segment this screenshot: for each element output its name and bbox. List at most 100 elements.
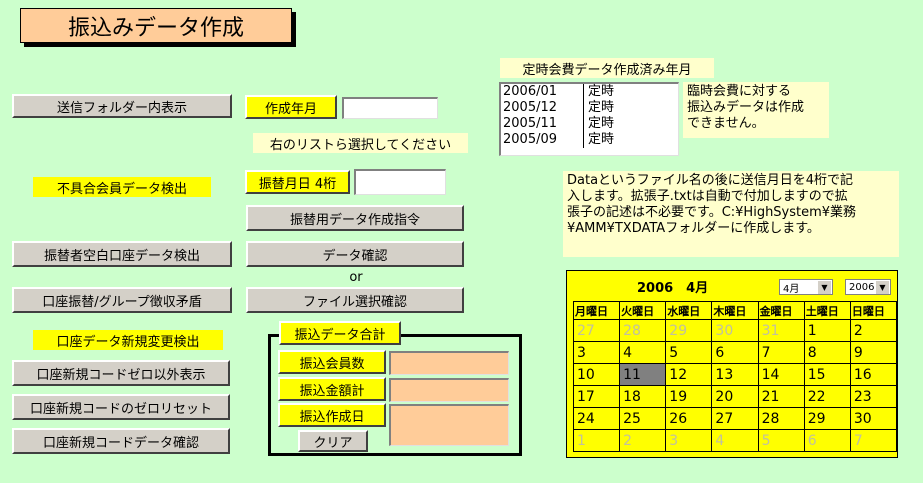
list-item[interactable]: 2006/01 定時: [501, 84, 678, 100]
calendar-day[interactable]: 23: [849, 385, 898, 408]
calendar-day[interactable]: 27: [572, 319, 621, 342]
month-select[interactable]: 4月 ▼: [779, 279, 833, 295]
calendar-day[interactable]: 22: [803, 385, 851, 408]
list-item-type: 定時: [588, 84, 615, 99]
calendar-day[interactable]: 31: [757, 319, 805, 342]
calendar-day[interactable]: 16: [849, 363, 898, 386]
members-count-label: 振込会員数: [278, 350, 386, 374]
calendar-day[interactable]: 11: [619, 363, 667, 386]
calendar-day[interactable]: 25: [619, 407, 667, 430]
calendar-day[interactable]: 12: [665, 363, 713, 386]
calendar-day[interactable]: 4: [619, 341, 667, 364]
calendar-day[interactable]: 1: [572, 429, 621, 452]
list-item-type: 定時: [588, 100, 615, 115]
calendar-day[interactable]: 7: [849, 429, 898, 452]
select-hint-label: 右のリストら選択してください: [253, 133, 468, 153]
calendar-day[interactable]: 9: [849, 341, 898, 364]
file-select-check-button[interactable]: ファイル選択確認: [246, 287, 464, 313]
calendar-day[interactable]: 30: [849, 407, 898, 430]
mismatch-member-detect-label: 不具合会員データ検出: [33, 177, 211, 197]
month-select-value: 4月: [783, 283, 800, 295]
members-count-field[interactable]: [389, 351, 509, 375]
calendar-day[interactable]: 5: [665, 341, 713, 364]
new-code-data-check-button[interactable]: 口座新規コードデータ確認: [12, 428, 230, 454]
calendar-day[interactable]: 2: [849, 319, 898, 342]
calendar-day[interactable]: 13: [711, 363, 759, 386]
list-item-year-month: 2006/01: [501, 84, 584, 100]
calendar-day[interactable]: 4: [711, 429, 759, 452]
calendar-day[interactable]: 17: [572, 385, 621, 408]
transfer-group-conflict-button[interactable]: 口座振替/グループ徴収矛盾: [12, 287, 232, 313]
calendar: 2006 4月 4月 ▼ 2006 ▼ 月曜日火曜日水曜日木曜日金曜日土曜日日曜…: [566, 270, 898, 458]
calendar-day[interactable]: 21: [757, 385, 805, 408]
calendar-day[interactable]: 14: [757, 363, 805, 386]
data-check-button[interactable]: データ確認: [246, 241, 464, 267]
create-transfer-data-button[interactable]: 振替用データ作成指令: [246, 205, 464, 231]
list-item-year-month: 2005/11: [501, 116, 584, 132]
chevron-down-icon[interactable]: ▼: [817, 281, 831, 294]
calendar-day[interactable]: 1: [803, 319, 851, 342]
fixed-fee-list-title: 定時会費データ作成済み年月: [500, 58, 714, 78]
calendar-day[interactable]: 29: [803, 407, 851, 430]
calendar-day[interactable]: 18: [619, 385, 667, 408]
calendar-day[interactable]: 3: [572, 341, 621, 364]
calendar-day[interactable]: 28: [757, 407, 805, 430]
chevron-down-icon[interactable]: ▼: [875, 281, 889, 294]
weekday-header: 土曜日: [803, 301, 851, 320]
weekday-header: 金曜日: [757, 301, 805, 320]
year-select-value: 2006: [849, 281, 875, 293]
calendar-day[interactable]: 3: [665, 429, 713, 452]
weekday-header: 木曜日: [711, 301, 759, 320]
clear-button[interactable]: クリア: [298, 430, 368, 452]
transfer-date-label: 振替月日 4桁: [245, 170, 350, 194]
year-month-input[interactable]: [342, 97, 438, 119]
calendar-day[interactable]: 30: [711, 319, 759, 342]
calendar-header: 2006 4月: [637, 281, 709, 296]
new-account-detect-label: 口座データ新規変更検出: [33, 330, 223, 350]
total-amount-field[interactable]: [389, 378, 509, 402]
list-item-type: 定時: [588, 116, 615, 131]
calendar-day[interactable]: 29: [665, 319, 713, 342]
created-date-label: 振込作成日: [278, 403, 386, 427]
calendar-day[interactable]: 27: [711, 407, 759, 430]
calendar-day[interactable]: 6: [803, 429, 851, 452]
calendar-day[interactable]: 26: [665, 407, 713, 430]
calendar-day[interactable]: 19: [665, 385, 713, 408]
weekday-header: 月曜日: [572, 301, 621, 320]
list-item[interactable]: 2005/12 定時: [501, 100, 678, 116]
list-item[interactable]: 2005/11 定時: [501, 116, 678, 132]
new-code-nonzero-button[interactable]: 口座新規コードゼロ以外表示: [12, 360, 230, 386]
list-item-type: 定時: [588, 132, 615, 147]
calendar-day[interactable]: 5: [757, 429, 805, 452]
list-item-year-month: 2005/12: [501, 100, 584, 116]
or-text: or: [349, 270, 363, 285]
calendar-day[interactable]: 15: [803, 363, 851, 386]
calendar-day[interactable]: 6: [711, 341, 759, 364]
calendar-day[interactable]: 7: [757, 341, 805, 364]
new-code-zero-reset-button[interactable]: 口座新規コードのゼロリセット: [12, 394, 230, 420]
transfer-date-input[interactable]: [354, 169, 446, 195]
weekday-header: 水曜日: [665, 301, 713, 320]
calendar-day[interactable]: 10: [572, 363, 621, 386]
blank-account-detect-button[interactable]: 振替者空白口座データ検出: [12, 241, 232, 267]
data-file-note: Dataというファイル名の後に送信月日を4桁で記 入します。拡張子.txtは自動…: [563, 171, 899, 257]
calendar-day[interactable]: 8: [803, 341, 851, 364]
calendar-day[interactable]: 2: [619, 429, 667, 452]
calendar-day[interactable]: 28: [619, 319, 667, 342]
sent-folder-view-button[interactable]: 送信フォルダー内表示: [12, 94, 232, 118]
weekday-header: 火曜日: [619, 301, 667, 320]
temporary-fee-note: 臨時会費に対する 振込みデータは作成 できません。: [683, 82, 829, 138]
calendar-day[interactable]: 24: [572, 407, 621, 430]
calendar-day[interactable]: 20: [711, 385, 759, 408]
year-month-label: 作成年月: [245, 95, 337, 119]
created-date-field[interactable]: [389, 404, 509, 446]
year-select[interactable]: 2006 ▼: [845, 279, 891, 295]
